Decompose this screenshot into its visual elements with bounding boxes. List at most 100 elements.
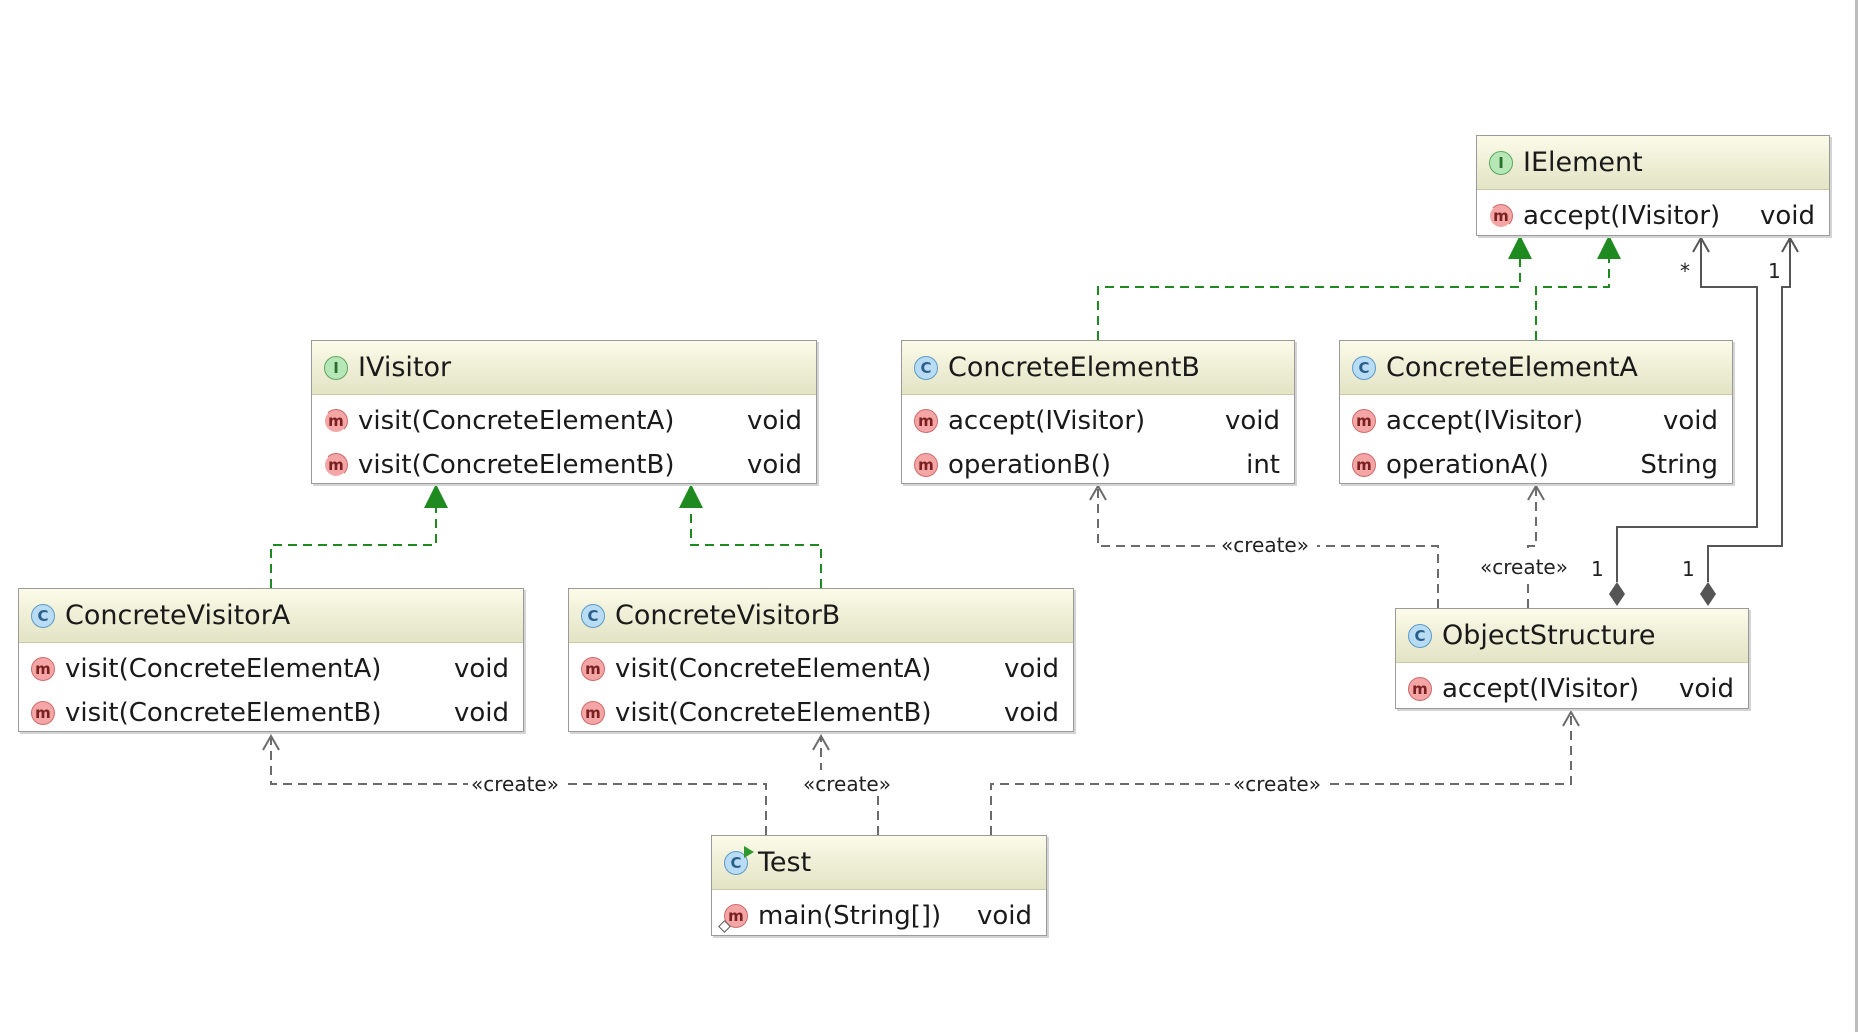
class-name: IElement	[1523, 147, 1643, 178]
realization-element-b-to-ielement[interactable]	[1097, 243, 1521, 340]
label-background	[800, 770, 900, 796]
class-box-concrete-element-a[interactable]: C ConcreteElementA m accept(IVisitor) vo…	[1339, 340, 1733, 484]
method-name: visit(ConcreteElementB)	[65, 698, 382, 728]
method-row[interactable]: m operationA() String	[1340, 443, 1732, 487]
create-label: «create»	[1480, 555, 1568, 579]
class-box-ielement[interactable]: I IElement m accept(IVisitor) void	[1476, 135, 1830, 236]
create-label: «create»	[803, 772, 891, 796]
class-header: C Test	[712, 836, 1046, 890]
realization-arrowhead	[1597, 235, 1621, 259]
method-row[interactable]: m operationB() int	[902, 443, 1294, 487]
return-type: void	[453, 654, 509, 684]
method-icon: m	[914, 409, 938, 433]
create-label: «create»	[471, 772, 559, 796]
method-name: visit(ConcreteElementA)	[65, 654, 382, 684]
class-box-concrete-visitor-b[interactable]: C ConcreteVisitorB m visit(ConcreteEleme…	[568, 588, 1074, 732]
method-row[interactable]: m visit(ConcreteElementA) void	[19, 647, 523, 691]
method-name: main(String[])	[758, 901, 942, 931]
class-icon: C	[1352, 355, 1376, 380]
composition-objectstructure-to-ielement-many[interactable]	[1616, 235, 1758, 582]
method-row[interactable]: m accept(IVisitor) void	[1340, 399, 1732, 443]
method-name: accept(IVisitor)	[948, 406, 1146, 436]
multiplicity-label: 1	[1768, 259, 1781, 283]
class-name: ConcreteVisitorB	[615, 600, 841, 631]
method-row[interactable]: m visit(ConcreteElementA) void	[569, 647, 1073, 691]
return-type: void	[1759, 201, 1815, 231]
method-row[interactable]: m main(String[]) void	[712, 894, 1046, 938]
label-background	[468, 770, 568, 796]
dependency-test-to-objectstructure[interactable]	[990, 709, 1580, 835]
class-name: ConcreteElementA	[1386, 352, 1638, 383]
method-row[interactable]: m visit(ConcreteElementB) void	[569, 691, 1073, 735]
method-icon: m	[581, 657, 605, 681]
class-name: ConcreteVisitorA	[65, 600, 291, 631]
method-row[interactable]: m accept(IVisitor) void	[1396, 667, 1748, 711]
class-icon: C	[914, 355, 938, 380]
method-row[interactable]: m accept(IVisitor) void	[1477, 194, 1829, 238]
realization-visitor-a-to-ivisitor[interactable]	[270, 502, 437, 588]
class-box-ivisitor[interactable]: I IVisitor m visit(ConcreteElementA) voi…	[311, 340, 817, 484]
return-type: void	[976, 901, 1032, 931]
realization-arrowhead	[1508, 235, 1532, 259]
dependency-test-to-visitor-a[interactable]	[262, 733, 767, 835]
interface-icon: I	[1489, 150, 1513, 175]
multiplicity-label: 1	[1682, 557, 1695, 581]
class-name: ConcreteElementB	[948, 352, 1200, 383]
dependency-objectstructure-to-element-a[interactable]	[1527, 483, 1545, 608]
label-background	[1476, 554, 1576, 580]
method-icon: m	[1352, 453, 1376, 477]
class-header: C ConcreteVisitorB	[569, 589, 1073, 643]
return-type: void	[1003, 698, 1059, 728]
return-type: void	[1224, 406, 1280, 436]
method-icon: m	[1408, 677, 1432, 701]
return-type: void	[746, 450, 802, 480]
return-type: void	[1003, 654, 1059, 684]
class-icon: C	[31, 603, 55, 628]
composition-diamond	[1609, 582, 1625, 606]
run-arrow-icon	[744, 845, 754, 858]
class-box-concrete-element-b[interactable]: C ConcreteElementB m accept(IVisitor) vo…	[901, 340, 1295, 484]
composition-objectstructure-to-ielement-one[interactable]	[1707, 235, 1799, 582]
class-header: I IVisitor	[312, 341, 816, 395]
method-name: visit(ConcreteElementA)	[358, 406, 675, 436]
abstract-method-icon: m	[324, 409, 348, 433]
realization-visitor-b-to-ivisitor[interactable]	[690, 502, 822, 588]
method-row[interactable]: m accept(IVisitor) void	[902, 399, 1294, 443]
method-row[interactable]: m visit(ConcreteElementA) void	[312, 399, 816, 443]
class-header: C ConcreteElementB	[902, 341, 1294, 395]
class-box-test[interactable]: C Test m main(String[]) void	[711, 835, 1047, 936]
label-background	[1230, 770, 1330, 796]
method-letter: m	[728, 907, 744, 925]
multiplicity-label: 1	[1591, 557, 1604, 581]
return-type: String	[1640, 450, 1718, 480]
class-header: C ObjectStructure	[1396, 609, 1748, 663]
abstract-method-icon: m	[324, 453, 348, 477]
class-box-object-structure[interactable]: C ObjectStructure m accept(IVisitor) voi…	[1395, 608, 1749, 709]
class-name: Test	[758, 847, 812, 878]
method-row[interactable]: m visit(ConcreteElementB) void	[19, 691, 523, 735]
class-header: I IElement	[1477, 136, 1829, 190]
label-background	[1217, 532, 1317, 558]
return-type: void	[1678, 674, 1734, 704]
create-label: «create»	[1221, 533, 1309, 557]
realization-arrowhead	[424, 484, 448, 508]
abstract-method-icon: m	[1489, 204, 1513, 228]
multiplicity-label: *	[1680, 259, 1690, 283]
class-box-concrete-visitor-a[interactable]: C ConcreteVisitorA m visit(ConcreteEleme…	[18, 588, 524, 732]
method-icon: m	[31, 657, 55, 681]
runnable-class-icon: C	[724, 845, 754, 875]
method-name: visit(ConcreteElementB)	[358, 450, 675, 480]
class-name: ObjectStructure	[1442, 620, 1656, 651]
method-name: accept(IVisitor)	[1523, 201, 1721, 231]
method-icon: m	[914, 453, 938, 477]
realization-arrowhead	[679, 484, 703, 508]
method-name: visit(ConcreteElementA)	[615, 654, 932, 684]
window-edge	[1855, 0, 1858, 1032]
class-kind-letter: C	[730, 853, 742, 872]
method-icon: m	[581, 701, 605, 725]
method-row[interactable]: m visit(ConcreteElementB) void	[312, 443, 816, 487]
return-type: int	[1246, 450, 1280, 480]
method-name: visit(ConcreteElementB)	[615, 698, 932, 728]
method-icon: m	[1352, 409, 1376, 433]
